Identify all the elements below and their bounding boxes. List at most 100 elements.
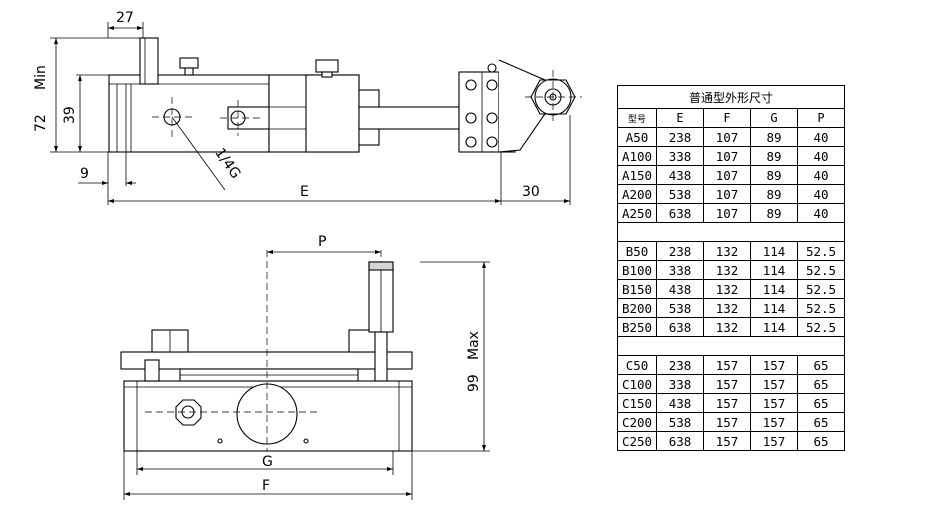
table-header-cell: F [703,108,751,128]
table-header-cell: 型号 [617,108,657,128]
table-cell: 52.5 [797,241,845,261]
table-cell: A150 [617,165,657,185]
table-cell: 157 [703,355,751,375]
dim-min: Min [33,65,49,90]
top-post [139,37,159,85]
table-header-cell: P [797,108,845,128]
table-cell: 89 [750,146,798,166]
table-spacer-row [617,336,845,356]
table-cell: 157 [750,393,798,413]
table-cell: 157 [750,374,798,394]
table-cell: 107 [703,184,751,204]
dim-9: 9 [80,166,89,182]
front-nut-right [348,329,378,353]
table-cell: 438 [656,165,704,185]
table-title: 普通型外形尺寸 [617,85,845,109]
table-cell: 157 [750,355,798,375]
table-cell: 107 [703,127,751,147]
table-cell: 638 [656,203,704,223]
front-plate [120,351,413,370]
table-cell: C100 [617,374,657,394]
table-cell: 107 [703,203,751,223]
table-title-row: 普通型外形尺寸 [617,85,845,109]
table-cell: A250 [617,203,657,223]
table-cell: 114 [750,298,798,318]
table-cell: 157 [703,412,751,432]
top-nut-left [179,57,199,69]
table-cell: 114 [750,279,798,299]
table-cell: 338 [656,146,704,166]
dim-F: F [262,478,270,494]
table-cell: 40 [797,165,845,185]
table-cell: B100 [617,260,657,280]
table-cell: 338 [656,374,704,394]
table-cell: 132 [703,298,751,318]
table-cell: 114 [750,317,798,337]
table-cell: 157 [703,374,751,394]
table-cell: C250 [617,431,657,451]
top-view: 1/4G [33,10,582,205]
table-cell: A100 [617,146,657,166]
table-cell: 132 [703,317,751,337]
table-cell: 132 [703,241,751,261]
table-cell: C150 [617,393,657,413]
table-cell: 538 [656,298,704,318]
table-cell: 40 [797,127,845,147]
dim-99: 99 [466,374,482,392]
table-cell: 638 [656,317,704,337]
table-cell: 65 [797,412,845,432]
table-cell: 157 [703,431,751,451]
table-cell: 107 [703,146,751,166]
table-cell: 538 [656,184,704,204]
table-cell: 157 [750,431,798,451]
dim-39: 39 [62,106,78,124]
table-cell: 40 [797,184,845,204]
table-cell: 65 [797,431,845,451]
table-cell: 238 [656,355,704,375]
table-cell: 157 [750,412,798,432]
table-cell: 132 [703,260,751,280]
table-cell: 52.5 [797,298,845,318]
table-cell: A50 [617,127,657,147]
table-cell: C50 [617,355,657,375]
table-cell: 89 [750,127,798,147]
top-arm [358,106,460,130]
table-cell: 65 [797,374,845,394]
table-cell: 438 [656,279,704,299]
table-cell: 132 [703,279,751,299]
table-cell: 338 [656,260,704,280]
table-cell: 157 [703,393,751,413]
table-cell: 89 [750,165,798,185]
dim-30: 30 [522,184,540,200]
table-header-cell: E [656,108,704,128]
table-cell: B150 [617,279,657,299]
table-cell: B200 [617,298,657,318]
table-cell: 52.5 [797,279,845,299]
table-cell: 52.5 [797,260,845,280]
table-cell: 107 [703,165,751,185]
table-cell: 638 [656,431,704,451]
table-cell: 114 [750,241,798,261]
table-cell: B250 [617,317,657,337]
dim-P: P [318,234,326,250]
dim-72: 72 [33,114,49,132]
front-view: P 99 Max G F [120,234,490,500]
table-header-cell: G [750,108,798,128]
table-cell: 89 [750,184,798,204]
table-spacer-row [617,222,845,242]
table-cell: B50 [617,241,657,261]
dim-max: Max [466,331,482,360]
table-cell: 40 [797,203,845,223]
